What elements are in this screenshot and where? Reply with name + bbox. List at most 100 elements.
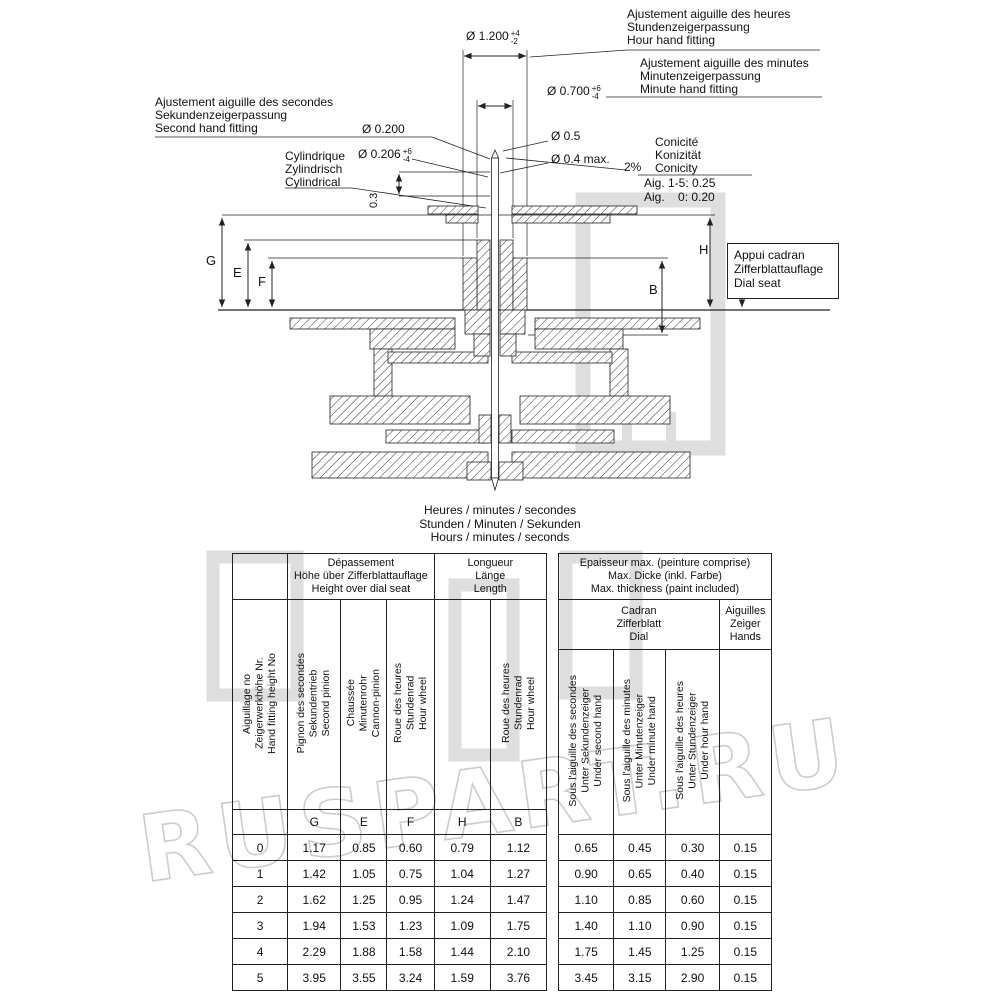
header-depassement: Dépassement Höhe über Zifferblattauflage… [287, 553, 435, 600]
row-no: 3 [231, 912, 289, 939]
cell-g: 1.94 [287, 912, 342, 939]
cell-under-hour: 1.25 [665, 938, 720, 965]
dim-taper-percent: 2% [624, 160, 642, 174]
cell-b: 2.10 [489, 938, 548, 965]
dim-0-5: Ø 0.5 [551, 129, 581, 143]
cell-e: 0.85 [340, 834, 388, 861]
table-row: 2 1.62 1.25 0.95 1.24 1.47 [231, 886, 548, 913]
cell-hands: 0.15 [718, 886, 773, 913]
drawing-linework [155, 49, 830, 492]
corner-cell [231, 553, 289, 600]
cell-h: 1.44 [433, 938, 491, 965]
cell-under-hour: 0.60 [665, 886, 720, 913]
row-no: 2 [231, 886, 289, 913]
cell-f: 0.95 [386, 886, 435, 913]
letter-f: F [386, 809, 435, 835]
header-h-empty [433, 599, 491, 810]
header-hour-wheel-f: Roue des heures Stundenrad Hour wheel [386, 599, 435, 810]
dim-conicity-aig-0: Aig. 0: 0.20 [644, 190, 715, 204]
cell-under-minute: 3.15 [613, 964, 667, 991]
cell-under-minute: 0.65 [613, 860, 667, 887]
cell-e: 1.88 [340, 938, 388, 965]
header-longueur: Longueur Länge Length [433, 553, 548, 600]
cell-b: 1.12 [489, 834, 548, 861]
cell-h: 1.04 [433, 860, 491, 887]
sub-header-row: Cadran Zifferblatt Dial Aiguilles Zeiger… [558, 599, 773, 650]
cell-hands: 0.15 [718, 912, 773, 939]
row-no: 4 [231, 938, 289, 965]
dim-hour-diameter: Ø 1.200 +4-2 [466, 29, 520, 46]
cell-h: 1.24 [433, 886, 491, 913]
cell-under-minute: 1.10 [613, 912, 667, 939]
cell-hands: 0.15 [718, 860, 773, 887]
rotated-header-row: Aiguillage no Zeigerwerkhöhe Nr. Hand fi… [231, 599, 548, 810]
annotation-conicity: Conicité Konizität Conicity [655, 135, 702, 175]
cell-h: 0.79 [433, 834, 491, 861]
drawing-caption: Heures / minutes / secondes Stunden / Mi… [419, 503, 581, 544]
letter-e: E [340, 809, 388, 835]
cell-under-second: 1.75 [557, 938, 615, 965]
spec-table-left: Dépassement Höhe über Zifferblattauflage… [231, 553, 548, 991]
table-row: 1.75 1.45 1.25 0.15 [557, 938, 773, 965]
annotation-second-hand-fitting: Ajustement aiguille des secondes Sekunde… [155, 95, 334, 135]
table-row: 3 1.94 1.53 1.23 1.09 1.75 [231, 912, 548, 939]
dim-second-diameter: Ø 0.200 [362, 122, 405, 136]
cell-under-second: 3.45 [557, 964, 615, 991]
cell-g: 1.42 [287, 860, 342, 887]
group-header-row: Epaisseur max. (peinture comprise) Max. … [558, 553, 772, 600]
annotation-minute-hand-fitting: Ajustement aiguille des minutes Minutenz… [640, 56, 809, 96]
header-dial: Cadran Zifferblatt Dial [558, 599, 720, 650]
cell-under-second: 0.65 [557, 834, 615, 861]
cell-h: 1.09 [433, 912, 491, 939]
center-arbor-assembly [462, 149, 528, 492]
cell-under-second: 1.40 [557, 912, 615, 939]
cell-g: 3.95 [287, 964, 342, 991]
cell-f: 0.60 [386, 834, 435, 861]
cell-hands: 0.15 [718, 964, 773, 991]
cell-b: 3.76 [489, 964, 548, 991]
annotation-hour-hand-fitting: Ajustement aiguille des heures Stundenze… [627, 7, 791, 47]
cell-e: 1.05 [340, 860, 388, 887]
header-cannon-pinion: Chaussée Minutenrohr Cannon-pinion [340, 599, 388, 810]
table-row: 0.65 0.45 0.30 0.15 [557, 834, 773, 861]
hand-cross-sections [427, 205, 638, 224]
cell-g: 2.29 [287, 938, 342, 965]
table-row: 0.90 0.65 0.40 0.15 [557, 860, 773, 887]
row-no: 1 [231, 860, 289, 887]
technical-drawing: Ajustement aiguille des heures Stundenze… [155, 7, 839, 544]
cell-b: 1.75 [489, 912, 548, 939]
cell-f: 1.23 [386, 912, 435, 939]
dim-0-4-max: Ø 0.4 max. [551, 152, 610, 166]
dim-minute-diameter: Ø 0.700 +6-4 [547, 84, 601, 101]
header-hour-wheel-b: Roue des heures Stundenrad Hour wheel [489, 599, 548, 810]
table-row: 5 3.95 3.55 3.24 1.59 3.76 [231, 964, 548, 991]
cell-e: 3.55 [340, 964, 388, 991]
cell-hands: 0.15 [718, 938, 773, 965]
dim-0-3: 0.3 [368, 192, 380, 208]
cell-under-hour: 2.90 [665, 964, 720, 991]
table-row: 1.10 0.85 0.60 0.15 [557, 886, 773, 913]
cell-under-minute: 0.85 [613, 886, 667, 913]
cell-under-hour: 0.30 [665, 834, 720, 861]
cell-h: 1.59 [433, 964, 491, 991]
table-row: 3.45 3.15 2.90 0.15 [557, 964, 773, 991]
rotated-header-row: Sous l'aiguille des secondes Unter Sekun… [557, 649, 773, 835]
cell-under-hour: 0.40 [665, 860, 720, 887]
header-hands-empty [718, 649, 773, 835]
annotation-cylindrical: Cylindrique Zylindrisch Cylindrical [285, 149, 346, 189]
cell-under-second: 0.90 [557, 860, 615, 887]
header-hand-fitting-no: Aiguillage no Zeigerwerkhöhe Nr. Hand fi… [231, 599, 289, 810]
cell-g: 1.62 [287, 886, 342, 913]
table-row: 1.40 1.10 0.90 0.15 [557, 912, 773, 939]
table-row: 4 2.29 1.88 1.58 1.44 2.10 [231, 938, 548, 965]
spec-table-right: Epaisseur max. (peinture comprise) Max. … [557, 553, 773, 991]
letter-row: G E F H B [231, 809, 548, 835]
cell-b: 1.27 [489, 860, 548, 887]
header-under-second-hand: Sous l'aiguille des secondes Unter Sekun… [557, 649, 615, 835]
plate-cross-sections [289, 317, 701, 479]
cell-g: 1.17 [287, 834, 342, 861]
cell-under-hour: 0.90 [665, 912, 720, 939]
cell-f: 0.75 [386, 860, 435, 887]
row-no: 0 [231, 834, 289, 861]
header-second-pinion: Pignon des secondes Sekundentrieb Second… [287, 599, 342, 810]
